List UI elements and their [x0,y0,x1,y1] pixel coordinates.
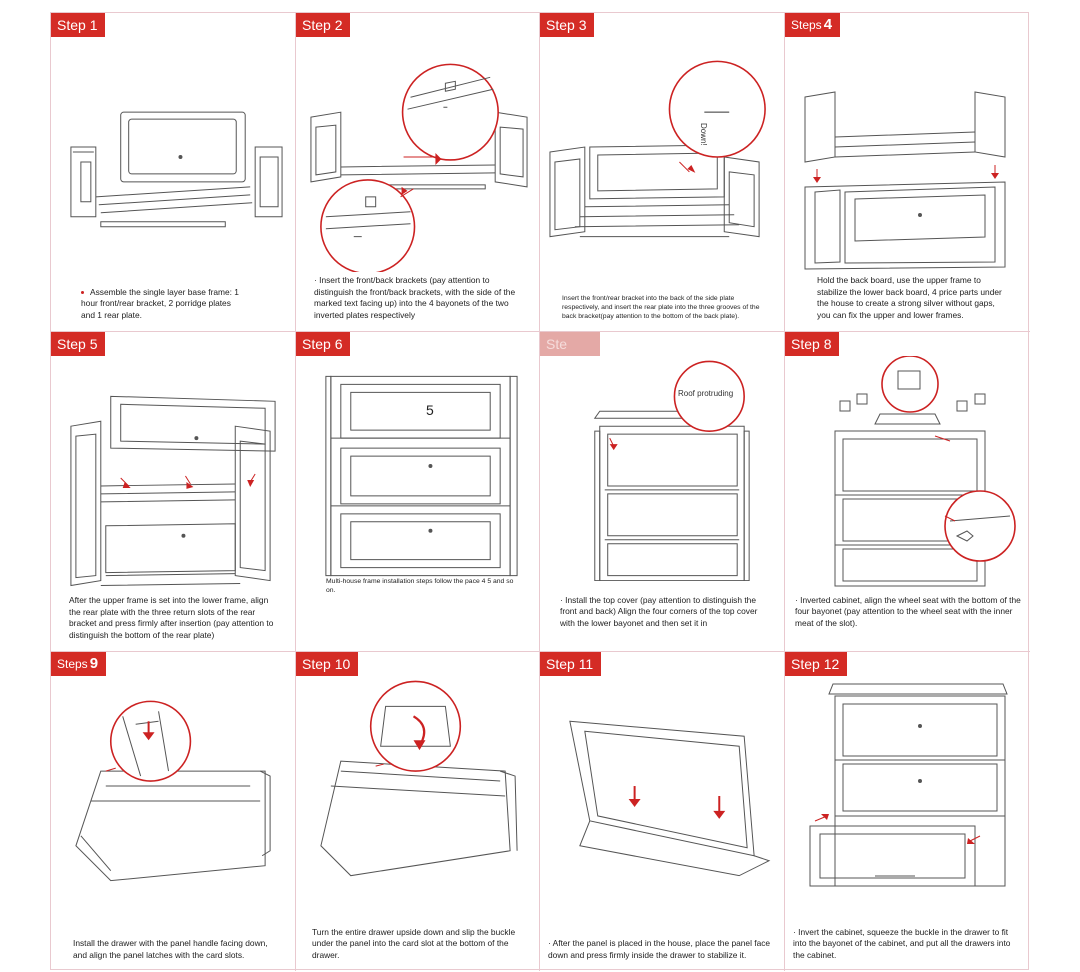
step-3-text: Insert the front/rear bracket into the b… [562,295,760,320]
step-2-panel: Step 2 · Insert the front/back brackets … [296,13,540,332]
step-8-panel: Step 8 · I [785,332,1030,652]
step-5-panel: Step 5 After the upper frame is set into… [51,332,296,652]
step-8-text: · Inverted cabinet, align the wheel seat… [795,594,1021,628]
step-9-illustration [51,676,295,911]
step-6-text: Multi-house frame installation steps fol… [326,578,514,594]
step-5-illustration [51,356,295,591]
step-12-illustration [785,676,1030,911]
step-3-callout-text: Down! [699,123,708,146]
step-4-text: Hold the back board, use the upper frame… [817,275,1002,320]
step-8-illustration [785,356,1030,591]
step-6-caption: Multi-house frame installation steps fol… [326,577,519,595]
step-11-panel: Step 11 · After the panel is placed in t… [540,652,785,971]
step-3-badge: Step 3 [540,13,595,37]
step-3-label: Step 3 [546,17,587,33]
step-2-caption: · Insert the front/back brackets (pay at… [314,275,519,321]
step-7-panel: Ste Roof protruding · Install the top co… [540,332,785,652]
step-8-label: Step 8 [791,336,832,352]
step-12-caption: · Invert the cabinet, squeeze the buckle… [793,927,1022,962]
step-8-badge: Step 8 [785,332,840,356]
step-2-badge: Step 2 [296,13,351,37]
step-1-illustration [51,37,295,272]
step-10-label: Step 10 [302,656,351,672]
step-7-badge: Ste [540,332,600,356]
step-10-badge: Step 10 [296,652,359,676]
step-7-callout-text: Roof protruding [678,389,734,398]
step-9-text: Install the drawer with the panel handle… [73,938,268,960]
step-5-caption: After the upper frame is set into the lo… [69,595,281,641]
step-2-text: · Insert the front/back brackets (pay at… [314,275,516,320]
step-4-illustration [785,37,1030,272]
step-3-panel: Step 3 Down! Insert the front/rear brack… [540,13,785,332]
step-7-text: · Install the top cover (pay attention t… [560,594,758,628]
step-4-number: 4 [823,16,833,33]
step-7-caption: · Install the top cover (pay attention t… [560,595,764,630]
step-6-label: Step 6 [302,336,343,352]
step-12-panel: Step 12 · Invert the cabinet, squeeze th… [785,652,1030,971]
steps-grid: Step 1 Assemble the single layer base fr… [51,13,1030,971]
step-2-illustration [296,37,539,272]
step-1-text: Assemble the single layer base frame: 1 … [81,286,239,320]
step-10-caption: Turn the entire drawer upside down and s… [312,927,525,962]
step-11-caption: · After the panel is placed in the house… [548,938,774,961]
step-11-text: · After the panel is placed in the house… [548,938,771,960]
step-8-caption: · Inverted cabinet, align the wheel seat… [795,595,1022,630]
step-9-number: 9 [89,655,99,672]
step-3-caption: Insert the front/rear bracket into the b… [562,294,764,321]
instruction-sheet: Step 1 Assemble the single layer base fr… [50,12,1030,971]
step-1-panel: Step 1 Assemble the single layer base fr… [51,13,296,332]
step-12-text: · Invert the cabinet, squeeze the buckle… [793,926,1011,960]
step-10-illustration [296,676,539,911]
step-3-illustration [540,37,784,272]
step-6-panel: Step 6 5 Multi-house frame installation … [296,332,540,652]
step-9-label: Steps [57,657,88,671]
step-6-art-number: 5 [426,402,434,418]
step-1-label: Step 1 [57,17,98,33]
step-5-text: After the upper frame is set into the lo… [69,595,274,640]
step-7-illustration [540,356,784,591]
bullet-icon [81,290,84,294]
step-4-label: Steps [791,18,822,32]
step-2-label: Step 2 [302,17,343,33]
step-6-illustration [296,356,539,591]
step-11-label: Step 11 [546,656,594,672]
step-1-caption: Assemble the single layer base frame: 1 … [81,287,245,322]
step-5-badge: Step 5 [51,332,106,356]
step-12-badge: Step 12 [785,652,848,676]
step-6-badge: Step 6 [296,332,351,356]
step-1-badge: Step 1 [51,13,106,37]
step-4-caption: Hold the back board, use the upper frame… [817,275,1010,321]
step-10-panel: Step 10 Turn the entire drawer upside do… [296,652,540,971]
step-7-label: Ste [546,336,568,352]
step-11-badge: Step 11 [540,652,602,676]
step-10-text: Turn the entire drawer upside down and s… [312,926,516,960]
step-11-illustration [540,676,784,911]
step-5-label: Step 5 [57,336,98,352]
step-9-caption: Install the drawer with the panel handle… [73,938,281,961]
step-12-label: Step 12 [791,656,840,672]
